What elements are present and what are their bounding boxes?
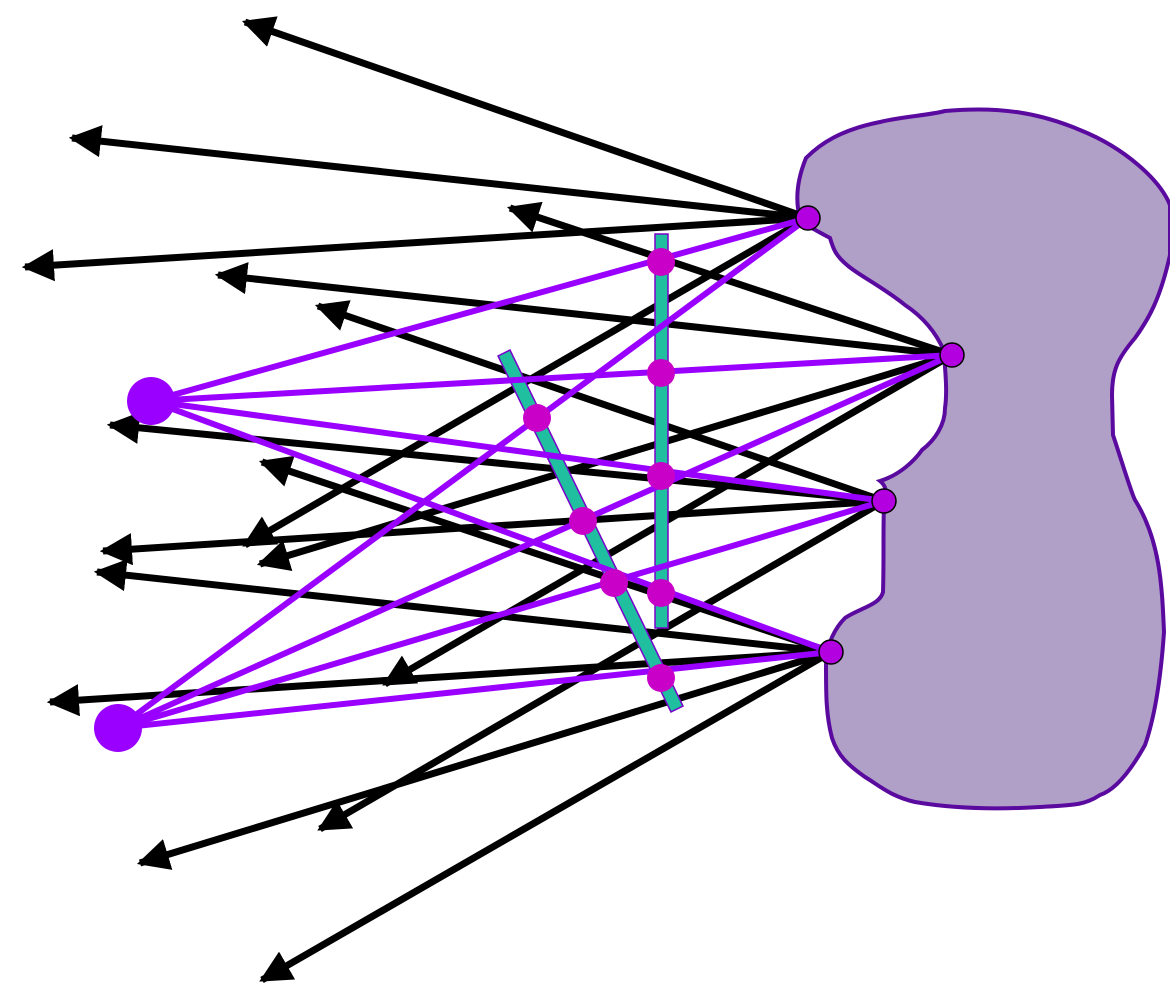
sight-line: [116, 352, 954, 731]
upper-viewer: [127, 377, 175, 425]
ray: [136, 648, 833, 870]
projection-points: [523, 248, 675, 692]
surface-point: [939, 342, 965, 368]
projection-point: [647, 664, 675, 692]
ray: [68, 125, 809, 222]
ray: [258, 455, 833, 656]
sight-line: [149, 398, 833, 655]
projection-point: [523, 404, 551, 432]
projection-point: [647, 579, 675, 607]
sight-line: [150, 352, 953, 404]
ray: [314, 300, 886, 505]
scene-object-shape: [795, 107, 1170, 811]
projection-point: [569, 507, 597, 535]
light-rays: [21, 16, 954, 984]
ray: [241, 16, 810, 222]
ray: [214, 262, 953, 359]
ray: [46, 648, 832, 717]
surface-point: [795, 205, 821, 231]
projection-point: [600, 569, 628, 597]
sight-line: [150, 398, 885, 504]
ray: [506, 201, 954, 359]
lower-viewer: [94, 704, 142, 752]
sight-line: [150, 215, 809, 404]
ray: [259, 648, 833, 984]
vertical-screen: [654, 233, 669, 629]
sight-line: [117, 649, 832, 731]
sight-lines: [116, 215, 954, 731]
surface-point: [818, 639, 844, 665]
sight-line: [116, 215, 810, 731]
projection-point: [647, 462, 675, 490]
sight-line: [117, 498, 885, 731]
surface-points: [795, 205, 965, 665]
ray: [93, 559, 832, 656]
projection-point: [647, 359, 675, 387]
ray: [21, 214, 809, 282]
ray: [106, 411, 885, 505]
projection-point: [647, 248, 675, 276]
ray: [256, 351, 954, 572]
surface-point: [871, 488, 897, 514]
viewpoints: [94, 377, 175, 752]
